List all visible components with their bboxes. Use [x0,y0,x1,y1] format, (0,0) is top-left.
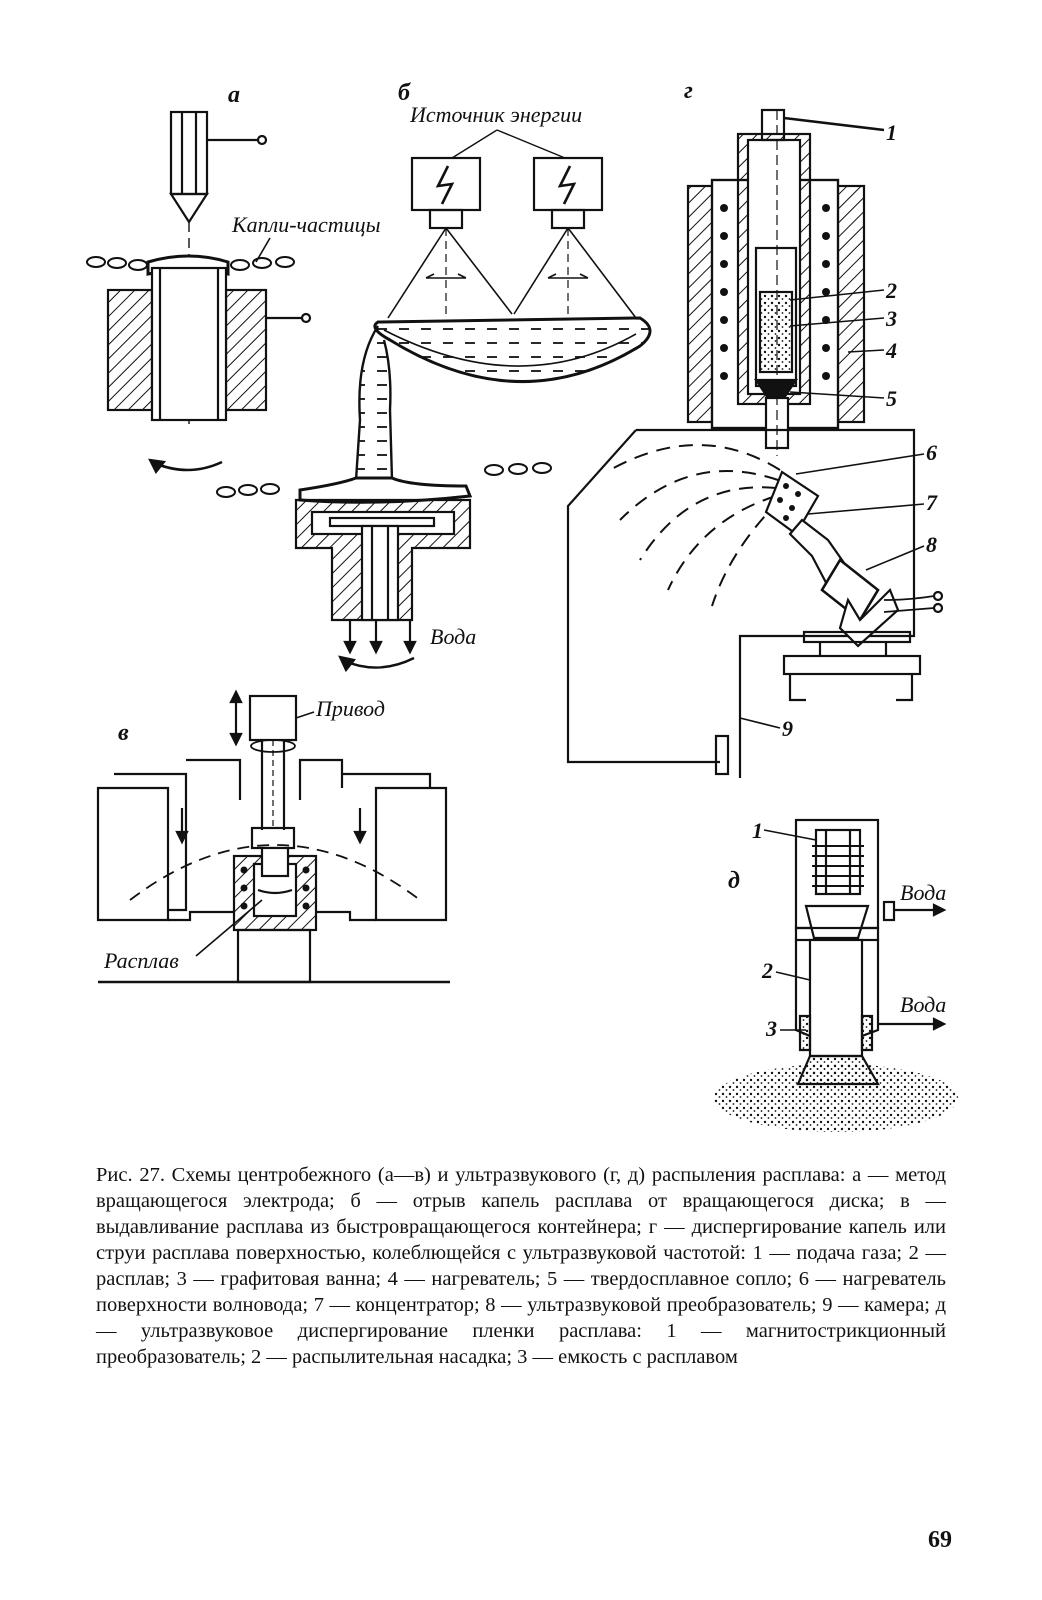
energy-source-right [532,156,604,230]
droplets [86,256,295,271]
callout-g-7: 7 [926,490,938,515]
melt-label: Расплав [103,948,179,973]
callout-g-8: 8 [926,532,937,557]
callout-d-1: 1 [752,818,763,843]
callout-g-4: 4 [885,338,897,363]
callout-d-2: 2 [761,958,773,983]
water-label-b: Вода [430,624,476,649]
drive-label: Привод [315,696,385,721]
figure-caption: Рис. 27. Схемы центробежного (а—в) и уль… [96,1164,946,1368]
panel-b: б Источник энергии [216,80,652,673]
ultrasonic-head [764,470,900,648]
callout-g-9: 9 [782,716,793,741]
panel-d: д Вода Вода 1 2 3 [714,818,958,1132]
callout-g-2: 2 [885,278,897,303]
callout-g-6: 6 [926,440,937,465]
water-label-d-1: Вода [900,880,946,905]
rotating-disk [294,498,472,622]
panel-a-letter: а [228,82,240,108]
page-number: 69 [928,1527,952,1553]
electrode [169,110,209,196]
figure-27-diagram: а Капли-частицы б Источник энергии [86,78,958,1132]
panel-g-letter: г [684,78,693,104]
water-label-d-2: Вода [900,992,946,1017]
panel-a: а Капли-частицы [86,82,381,475]
panel-v: в Привод Расплав [96,689,450,984]
panel-d-letter: д [728,868,740,894]
panel-v-letter: в [118,720,129,746]
callout-d-3: 3 [765,1016,777,1041]
panel-b-letter: б [398,80,411,106]
panel-g: г 1 2 3 4 5 [566,78,944,778]
energy-source-label: Источник энергии [409,102,582,127]
chamber [636,428,916,778]
droplets-label: Капли-частицы [231,212,381,237]
callout-g-5: 5 [886,386,897,411]
drive-block [248,694,298,742]
callout-g-3: 3 [885,306,897,331]
energy-source-left [410,156,482,230]
callout-g-1: 1 [886,120,897,145]
